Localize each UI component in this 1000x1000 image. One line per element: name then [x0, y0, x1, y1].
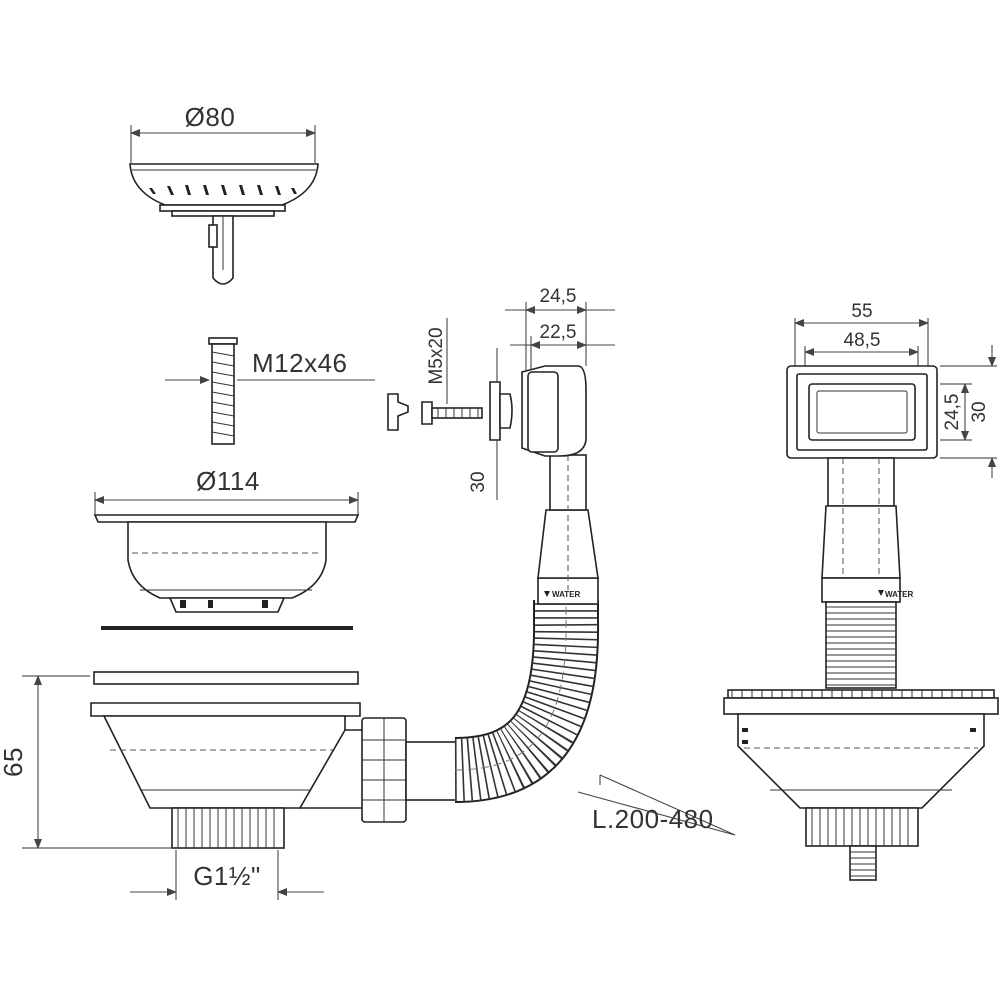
- dim-screw: M12x46: [252, 348, 348, 378]
- dim-bolt: M5x20: [426, 327, 447, 384]
- overflow-tube-front: WATER: [821, 457, 914, 689]
- dim-body-height: 65: [0, 747, 28, 777]
- dim-overflow-inner: 22,5: [540, 322, 577, 343]
- arrow-down-icon: [878, 590, 884, 596]
- flexible-hose: WATER L.200-480: [454, 454, 736, 836]
- strainer: Ø80: [129, 102, 319, 285]
- arrow-down-icon: [544, 591, 550, 597]
- dim-overflow-height-inner: 24,5: [942, 394, 963, 431]
- drain-body: 65 G1½": [0, 675, 366, 900]
- screw: M12x46: [165, 337, 375, 445]
- overflow-bolt-assembly: M5x20 30: [387, 318, 513, 500]
- strainer-slots: [149, 185, 297, 195]
- overflow-front-view: 55 48,5 24,5 30: [786, 301, 997, 478]
- dim-overflow-width-outer: 55: [851, 301, 872, 322]
- gaskets: [93, 626, 359, 685]
- water-label-left: WATER: [552, 590, 581, 599]
- dim-overflow-height-outer: 30: [969, 401, 990, 422]
- overflow-cap-side: 24,5 22,5: [505, 286, 615, 457]
- dim-strainer-diameter: Ø80: [185, 102, 236, 132]
- drain-body-front: [723, 689, 999, 881]
- connection-nut: [361, 717, 467, 823]
- dim-hose-length: L.200-480: [592, 804, 714, 834]
- dim-thread: G1½": [193, 861, 261, 891]
- water-label-right: WATER: [885, 590, 914, 599]
- dim-bolt-height: 30: [468, 471, 489, 492]
- dim-overflow-outer: 24,5: [540, 286, 577, 307]
- dim-overflow-width-inner: 48,5: [844, 330, 881, 351]
- basket: Ø114: [93, 466, 360, 613]
- dim-basket-diameter: Ø114: [196, 466, 260, 496]
